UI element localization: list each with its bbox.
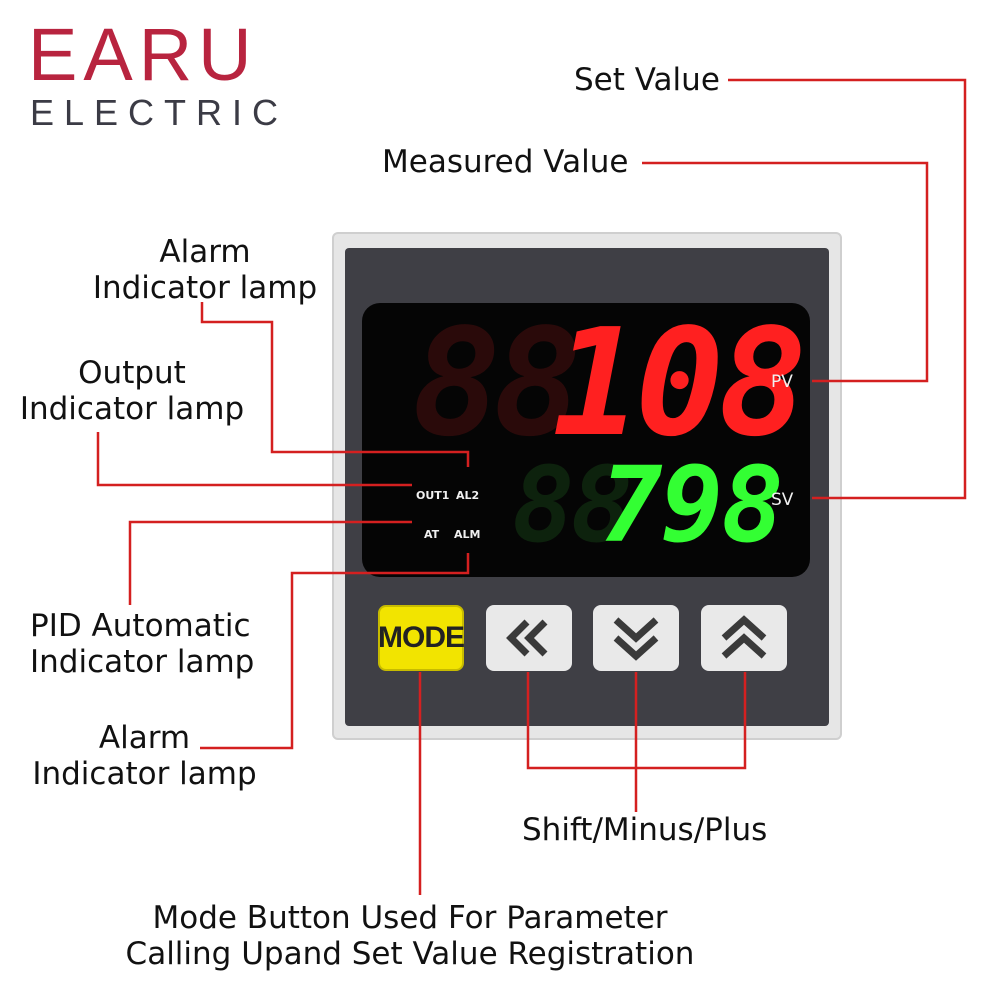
label-pid: PID Automatic Indicator lamp (30, 608, 255, 680)
label-set-value: Set Value (574, 62, 720, 98)
minus-button[interactable] (593, 605, 679, 671)
sv-unlit-digits: 88 (512, 444, 633, 566)
leader-alarm-top (200, 302, 470, 467)
double-chevron-down-icon (613, 617, 659, 661)
brand-subtitle: ELECTRIC (30, 92, 289, 133)
leader-pid (128, 520, 412, 605)
label-alarm-top: Alarm Indicator lamp (92, 234, 318, 306)
mode-button[interactable]: MODE (378, 605, 465, 671)
shift-button[interactable] (486, 605, 572, 671)
leader-measured-value (642, 161, 929, 383)
brand-logo: EARU (28, 13, 258, 96)
pv-readout: 108 (552, 297, 807, 469)
label-measured-value: Measured Value (382, 144, 629, 180)
al2-indicator: AL2 (456, 489, 480, 502)
label-mode-description: Mode Button Used For Parameter Calling U… (125, 900, 695, 972)
label-alarm-bottom: Alarm Indicator lamp (32, 720, 257, 792)
leader-alarm-bottom (200, 553, 470, 750)
double-chevron-left-icon (506, 619, 548, 657)
label-shift-minus-plus: Shift/Minus/Plus (522, 812, 768, 848)
at-indicator: AT (424, 528, 440, 541)
led-display: 88 108 88 798 OUT1 AL2 AT ALM (362, 303, 810, 577)
plus-button[interactable] (701, 605, 787, 671)
sv-tag: SV (771, 490, 794, 510)
leader-output (96, 432, 412, 487)
double-chevron-up-icon (721, 615, 767, 659)
leader-set-value (728, 78, 967, 500)
label-output: Output Indicator lamp (19, 355, 245, 427)
alm-indicator: ALM (454, 528, 481, 541)
pv-tag: PV (771, 372, 793, 392)
pv-unlit-digits: 88 (412, 297, 582, 469)
sv-readout: 798 (600, 444, 784, 566)
mode-button-label: MODE (378, 621, 465, 654)
out1-indicator: OUT1 (416, 489, 450, 502)
